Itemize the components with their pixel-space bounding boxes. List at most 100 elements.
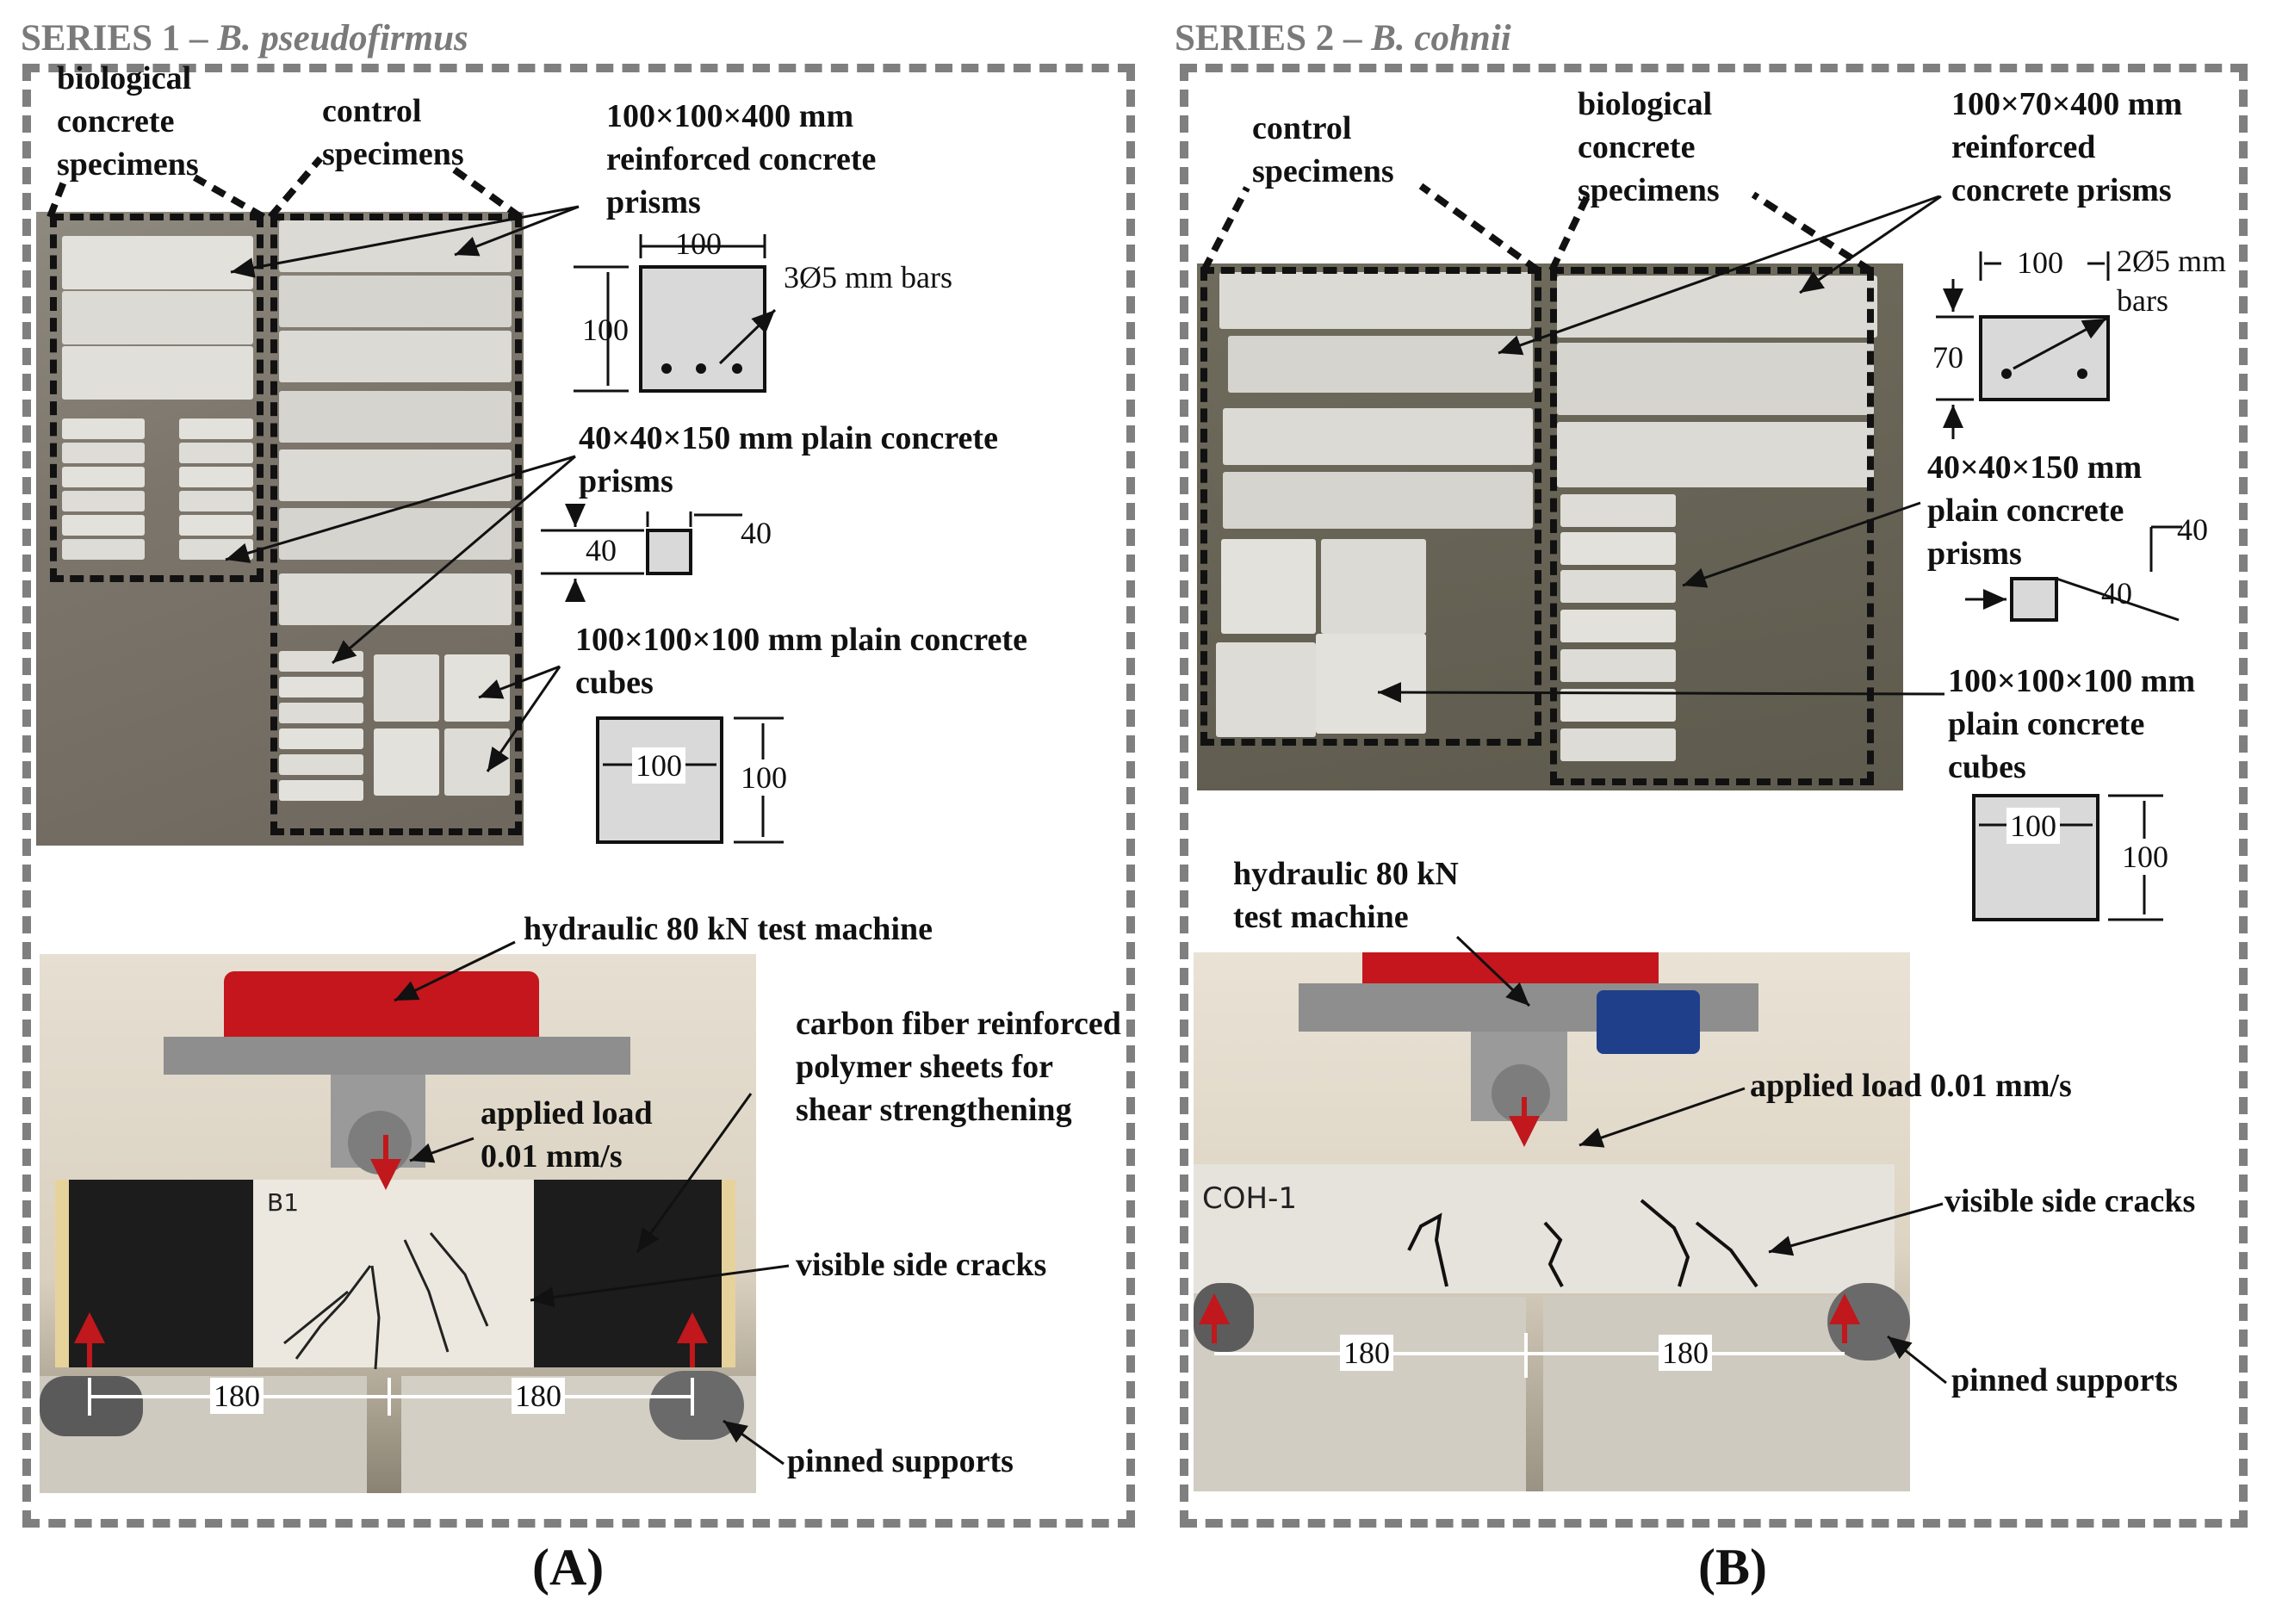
beam-concrete [1194, 1164, 1895, 1293]
bio-small-prism [1560, 610, 1676, 642]
bio-small-prism [1560, 649, 1676, 682]
control-prism [1219, 272, 1531, 329]
control-cube [374, 728, 439, 796]
series2-prism-dim-w: 100 [2017, 245, 2063, 280]
series1-prism-section [574, 234, 777, 393]
series1-small-prism-section [541, 504, 742, 602]
series2-control-label: control specimens [1252, 110, 1394, 189]
series1-cracks [283, 1232, 489, 1370]
series2-cracks-label: visible side cracks [1944, 1183, 2196, 1219]
series1-prism-bars: 3Ø5 mm bars [784, 260, 952, 294]
series2-biological-label: biological concrete specimens [1578, 86, 1720, 208]
series2-span-left: 180 [1340, 1335, 1393, 1371]
series1-prism-dim-h: 100 [582, 313, 629, 347]
control-small-prism [279, 677, 363, 697]
series1-small-prism-dim-h: 40 [586, 533, 617, 567]
bio-small-prism [62, 418, 145, 439]
series2-cracks [1407, 1199, 1758, 1288]
machine-cylinder [1362, 952, 1659, 987]
bio-small-prism [62, 491, 145, 511]
series1-prism-dim-w: 100 [675, 226, 722, 261]
series1-cfrp-label: carbon fiber reinforced polymer sheets f… [796, 1006, 1121, 1128]
series2-prism-bars: 2Ø5 mm bars [2117, 244, 2227, 318]
bio-small-prism [62, 539, 145, 560]
series2-control-group-box [1200, 267, 1541, 746]
control-small-prism [279, 703, 363, 723]
series1-cracks-label: visible side cracks [796, 1247, 1047, 1283]
series2-cube-section [1972, 794, 2163, 921]
bio-prism [62, 291, 253, 344]
bio-prism [62, 236, 253, 289]
control-cube [374, 654, 439, 722]
control-prism [1228, 336, 1533, 393]
control-cube [1316, 634, 1426, 734]
specimen-tag-coh1: COH-1 [1202, 1181, 1297, 1216]
bio-small-prism [62, 515, 145, 536]
series1-title-species: B. pseudofirmus [217, 18, 468, 59]
control-cube [1216, 642, 1316, 737]
series1-biological-label: biological concrete specimens [57, 60, 199, 183]
series1-group-brackets [47, 156, 523, 220]
series2-biological-group-box [1550, 267, 1874, 785]
control-cube [1321, 539, 1426, 634]
series2-title-species: B. cohnii [1371, 18, 1511, 59]
series2-machine-label: hydraulic 80 kN test machine [1233, 856, 1459, 935]
series2-support-arrows [1199, 1293, 1860, 1343]
series2-title-prefix: SERIES 2 – [1175, 18, 1372, 59]
series1-load-label: applied load 0.01 mm/s [481, 1095, 653, 1175]
series1-supports-label: pinned supports [787, 1443, 1014, 1479]
series1-span-right: 180 [512, 1378, 565, 1414]
series1-title-prefix: SERIES 1 – [21, 18, 218, 59]
series1-small-prism-label: 40×40×150 mm plain concrete prisms [579, 420, 998, 499]
series1-cube-dim-w: 100 [632, 747, 685, 784]
caption-a: (A) [532, 1539, 605, 1596]
bio-small-prism [62, 467, 145, 487]
series2-small-prism-dim-h: 40 [2177, 512, 2208, 547]
control-small-prism [279, 780, 363, 801]
series2-cube-dim-h: 100 [2118, 839, 2172, 875]
beam-concrete [253, 1180, 534, 1367]
series1-support-arrows [74, 1312, 708, 1367]
series1-span-dimension [88, 1378, 694, 1416]
series1-span-left: 180 [210, 1378, 264, 1414]
series2-cube-label: 100×100×100 mm plain concrete cubes [1948, 663, 2196, 785]
control-small-prism [279, 754, 363, 775]
series1-prism-label: 100×100×400 mm reinforced concrete prism… [606, 98, 877, 220]
series1-specimens-photo [36, 212, 524, 846]
series2-small-prism-label: 40×40×150 mm plain concrete prisms [1927, 449, 2143, 572]
bio-small-prism [179, 418, 253, 439]
bio-small-prism [1560, 728, 1676, 761]
series2-small-prism-section [1965, 525, 2182, 622]
series2-span-dimension [1214, 1333, 1845, 1378]
control-prism [279, 276, 512, 327]
series1-cube-label: 100×100×100 mm plain concrete cubes [575, 622, 1027, 701]
bio-small-prism [179, 443, 253, 463]
bio-prism [1557, 343, 1874, 415]
series2-group-brackets [1200, 183, 1873, 274]
control-prism [279, 573, 512, 625]
series1-test-photo: B1 [40, 954, 756, 1493]
bio-prism [62, 346, 253, 400]
series2-load-label: applied load 0.01 mm/s [1750, 1068, 2072, 1104]
series2-supports-label: pinned supports [1951, 1362, 2178, 1398]
bio-small-prism [62, 443, 145, 463]
series2-title: SERIES 2 – B. cohnii [1175, 17, 1511, 59]
series2-small-prism-dim-w: 40 [2101, 576, 2132, 611]
control-prism [279, 449, 512, 501]
series1-control-group-box [270, 214, 522, 835]
panel-a-frame [22, 64, 1135, 1528]
machine-clamp [1597, 990, 1700, 1054]
control-prism [1223, 408, 1533, 465]
series1-cube-dim-h: 100 [737, 759, 791, 796]
control-cube [1221, 539, 1316, 634]
series2-test-photo: COH-1 [1194, 952, 1910, 1491]
series2-span-right: 180 [1659, 1335, 1712, 1371]
series1-machine-label: hydraulic 80 kN test machine [524, 911, 933, 947]
control-small-prism [279, 728, 363, 749]
series1-small-prism-dim-w: 40 [741, 516, 772, 550]
machine-plate [164, 1037, 630, 1075]
control-prism [279, 391, 512, 443]
series2-cube-dim-w: 100 [2006, 808, 2060, 844]
bio-small-prism [1560, 494, 1676, 527]
